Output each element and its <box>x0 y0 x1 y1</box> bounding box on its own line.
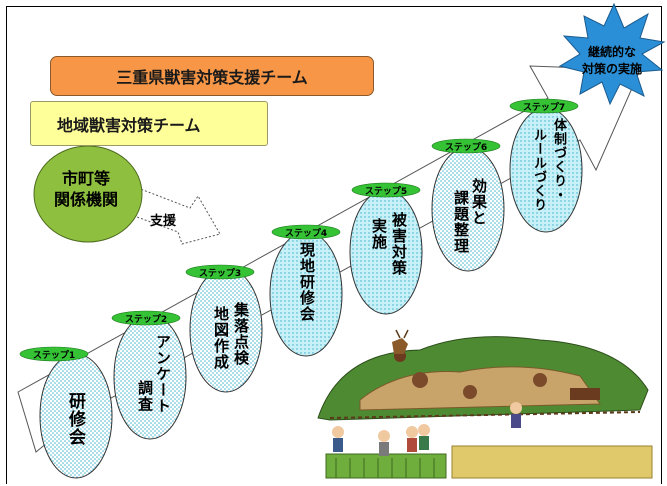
step7-line1: 体制づくり・ <box>551 118 566 202</box>
step4-tag: ステップ4 <box>284 229 328 239</box>
step1-text: 研修会 <box>65 392 85 446</box>
step7-tag: ステップ7 <box>522 103 566 113</box>
step2-oval <box>113 314 187 440</box>
step6-line2: 課題整理 <box>452 190 470 254</box>
step3-line1: 集落点検 <box>232 302 250 366</box>
support-label: 支援 <box>150 214 177 229</box>
step2-line1: アンケート <box>154 334 172 414</box>
step5-line2: 実施 <box>370 218 388 250</box>
step3-tag: ステップ3 <box>198 269 242 279</box>
goal-burst-line2: 対策の実施 <box>581 62 642 76</box>
goal-burst-line1: 継続的な <box>587 45 636 59</box>
municipality-circle <box>33 145 143 243</box>
step5-oval <box>349 189 423 315</box>
step3-line2: 地図作成 <box>212 306 230 370</box>
regional-team-box: 地域獣害対策チーム <box>30 101 268 146</box>
goal-burst-text: 継続的な 対策の実施 <box>563 44 661 78</box>
frame <box>6 6 662 484</box>
step1-tag: ステップ1 <box>32 351 76 361</box>
support-arrow <box>117 184 221 245</box>
step4-line1: 現地研修会 <box>298 242 316 322</box>
municipality-line1: 市町等 <box>61 169 110 188</box>
step6-tag: ステップ6 <box>444 143 488 153</box>
step7-oval <box>509 107 583 233</box>
step5-tag: ステップ5 <box>364 187 408 197</box>
farm-illustration <box>317 329 653 479</box>
goal-burst <box>558 2 666 106</box>
step2-line2: 調査 <box>136 380 154 412</box>
step6-line1: 効果と <box>470 178 488 226</box>
mie-support-team-box: 三重県獣害対策支援チーム <box>50 56 374 96</box>
step2-tag: ステップ2 <box>124 315 168 325</box>
step-tags <box>19 98 579 362</box>
municipality-label: 市町等 関係機関 <box>40 168 132 210</box>
step7-line2: ルールづくり <box>531 128 546 212</box>
municipality-line2: 関係機関 <box>53 190 118 209</box>
step5-line1: 被害対策 <box>390 212 408 276</box>
